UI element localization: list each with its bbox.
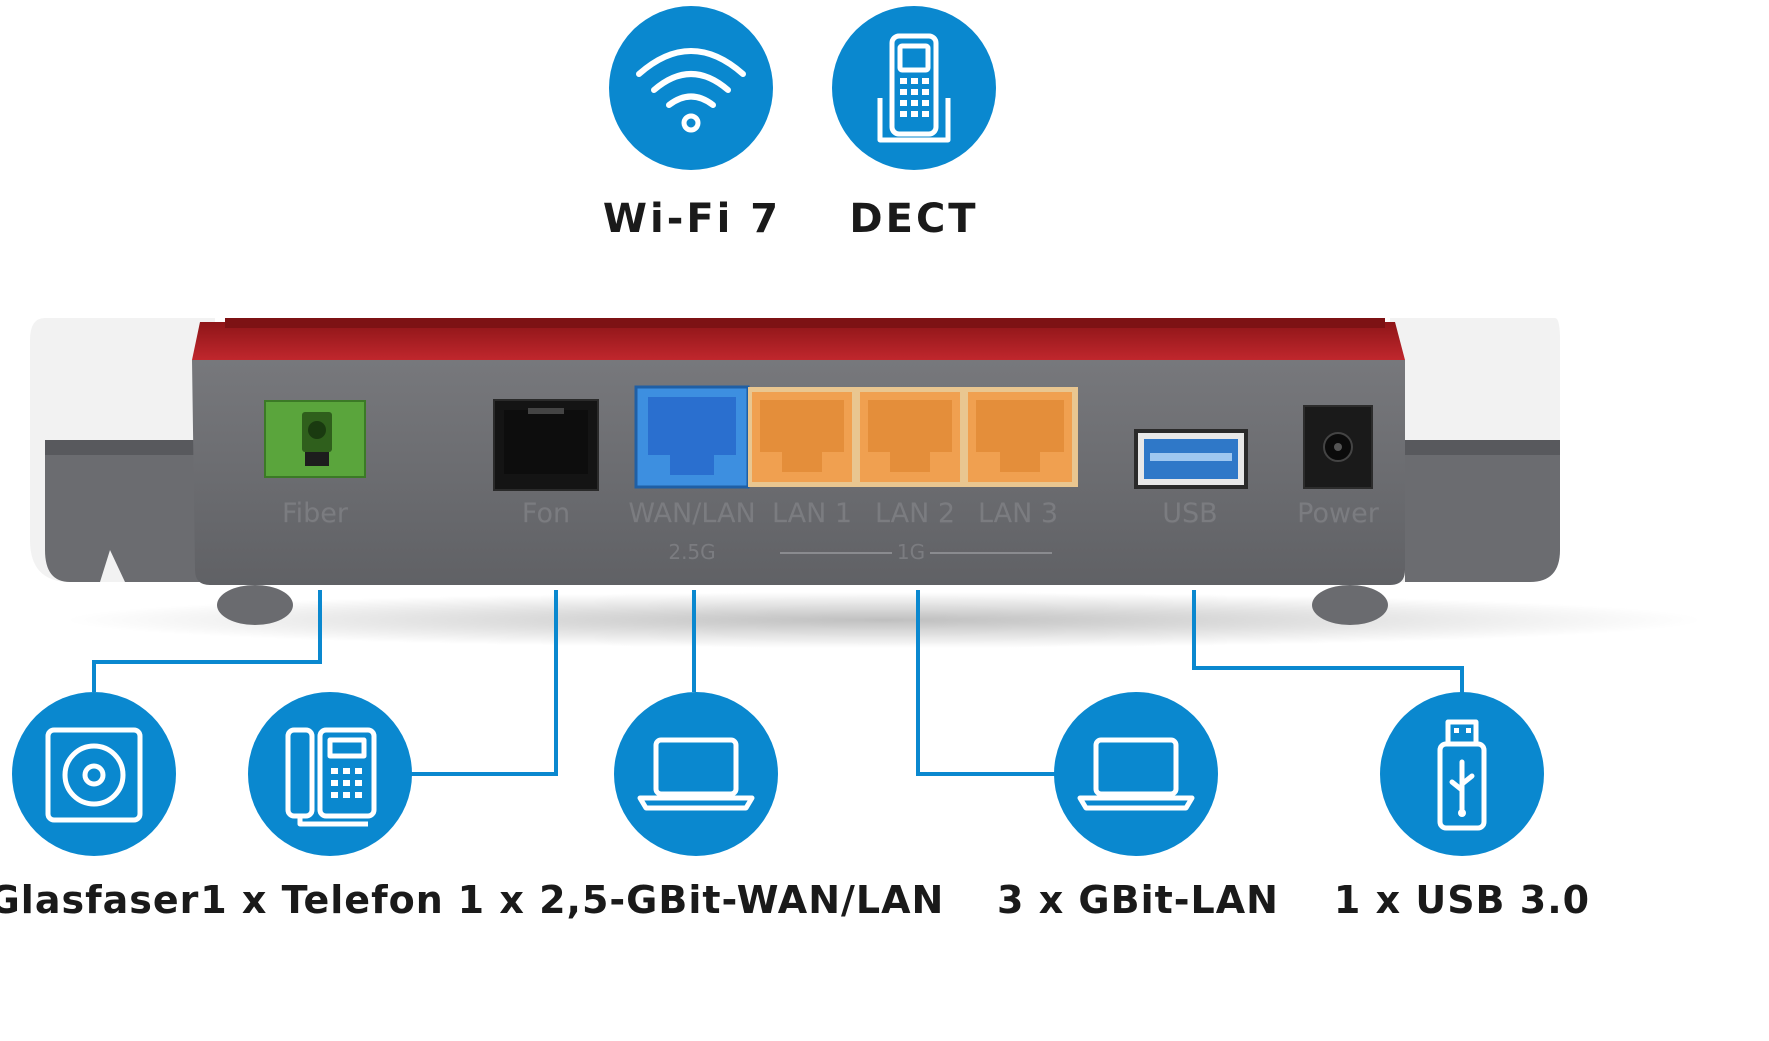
connector-usb-h bbox=[1192, 666, 1464, 670]
connector-usb-v1 bbox=[1192, 590, 1196, 670]
lan-laptop-circle bbox=[1054, 692, 1218, 856]
speed-label-lan: 1G bbox=[896, 540, 926, 564]
port-label-power: Power bbox=[1297, 498, 1379, 529]
wifi-icon bbox=[636, 48, 746, 133]
connector-lan-v bbox=[916, 590, 920, 776]
connection-label-telephone: 1 x Telefon bbox=[200, 878, 444, 922]
connector-fiber-v2 bbox=[92, 660, 96, 692]
laptop-icon bbox=[637, 737, 755, 811]
connection-label-lan: 3 x GBit-LAN bbox=[997, 878, 1279, 922]
port-label-fiber: Fiber bbox=[282, 498, 348, 529]
port-label-lan3: LAN 3 bbox=[977, 498, 1059, 529]
wan-laptop-circle bbox=[614, 692, 778, 856]
port-label-fon: Fon bbox=[521, 498, 571, 529]
port-label-lan2: LAN 2 bbox=[874, 498, 956, 529]
dect-feature-circle bbox=[832, 6, 996, 170]
router-body bbox=[30, 318, 1704, 648]
telephone-icon bbox=[285, 727, 377, 827]
port-label-lan1: LAN 1 bbox=[771, 498, 853, 529]
usb-circle bbox=[1380, 692, 1544, 856]
connector-usb-v2 bbox=[1460, 666, 1464, 694]
connector-fiber-h bbox=[92, 660, 322, 664]
port-label-usb: USB bbox=[1162, 498, 1218, 529]
speed-label-wan: 2.5G bbox=[668, 540, 716, 564]
connection-label-fiber: Glasfaser bbox=[0, 878, 200, 922]
dect-phone-icon bbox=[877, 33, 951, 143]
connection-label-usb: 1 x USB 3.0 bbox=[1333, 878, 1591, 922]
fiber-icon bbox=[45, 727, 143, 823]
connector-fiber-v1 bbox=[318, 590, 322, 664]
wifi-label: Wi-Fi 7 bbox=[602, 196, 782, 242]
connection-label-wan: 1 x 2,5-GBit-WAN/LAN bbox=[457, 878, 945, 922]
telephone-circle bbox=[248, 692, 412, 856]
connector-wan-v bbox=[692, 590, 696, 692]
fiber-circle bbox=[12, 692, 176, 856]
usb-stick-icon bbox=[1437, 719, 1487, 831]
connector-lan-h bbox=[916, 772, 1062, 776]
connector-fon-h bbox=[405, 772, 558, 776]
laptop-icon bbox=[1077, 737, 1195, 811]
wifi-feature-circle bbox=[609, 6, 773, 170]
connector-fon-v bbox=[554, 590, 558, 776]
dect-label: DECT bbox=[849, 196, 979, 242]
port-label-wan-lan: WAN/LAN bbox=[628, 498, 756, 529]
